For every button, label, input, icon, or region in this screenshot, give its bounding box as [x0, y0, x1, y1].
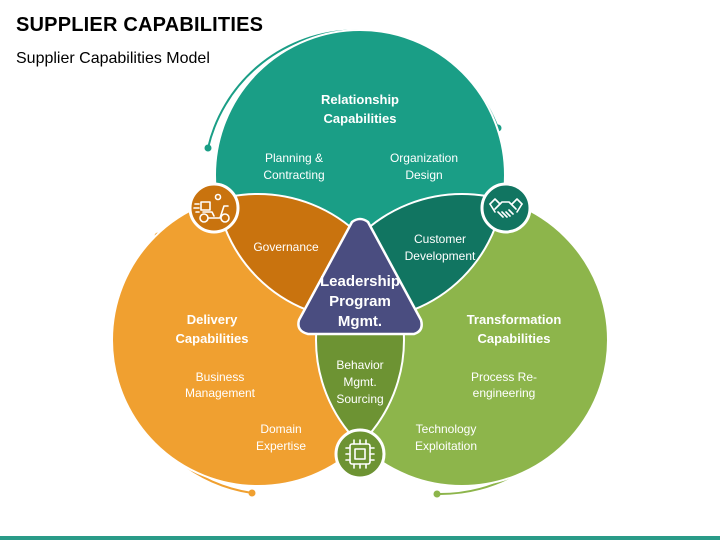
behavior-label-1: Behavior: [336, 358, 383, 372]
process-label-1: Process Re-: [471, 370, 537, 384]
behavior-label-2: Mgmt.: [343, 375, 376, 389]
transformation-title-1: Transformation: [467, 312, 562, 327]
transformation-title-2: Capabilities: [478, 331, 551, 346]
planning-label-1: Planning &: [265, 151, 323, 165]
center-label-3: Mgmt.: [338, 313, 382, 330]
relationship-title-2: Capabilities: [324, 111, 397, 126]
technology-label-2: Exploitation: [415, 439, 477, 453]
center-label-2: Program: [329, 293, 391, 310]
delivery-title-1: Delivery: [187, 312, 238, 327]
business-label-2: Management: [185, 386, 256, 400]
relationship-title-1: Relationship: [321, 92, 399, 107]
chip-icon: [334, 428, 386, 480]
transformation-outline: [315, 193, 609, 487]
business-label-1: Business: [196, 370, 245, 384]
left-arc-dot-bottom: [248, 489, 256, 497]
center-triangle: [297, 217, 423, 336]
right-arc-dot-bottom: [433, 490, 441, 498]
technology-label-1: Technology: [416, 422, 477, 436]
customer-label-2: Development: [405, 249, 476, 263]
behavior-label-3: Sourcing: [336, 392, 383, 406]
domain-label-1: Domain: [260, 422, 301, 436]
delivery-scooter-icon: [188, 182, 240, 234]
center-label-1: Leadership: [320, 273, 400, 290]
page-subtitle: Supplier Capabilities Model: [16, 50, 210, 67]
page-title: SUPPLIER CAPABILITIES: [16, 14, 264, 36]
organization-label-2: Design: [405, 168, 442, 182]
handshake-icon: [480, 182, 532, 234]
delivery-outline: [111, 193, 405, 487]
governance-label: Governance: [253, 240, 319, 254]
customer-label-1: Customer: [414, 232, 466, 246]
planning-label-2: Contracting: [263, 168, 324, 182]
domain-label-2: Expertise: [256, 439, 306, 453]
process-label-2: engineering: [473, 386, 536, 400]
delivery-title-2: Capabilities: [176, 331, 249, 346]
organization-label-1: Organization: [390, 151, 458, 165]
top-arc-dot-left: [204, 144, 212, 152]
bottom-accent-bar: [0, 536, 720, 540]
